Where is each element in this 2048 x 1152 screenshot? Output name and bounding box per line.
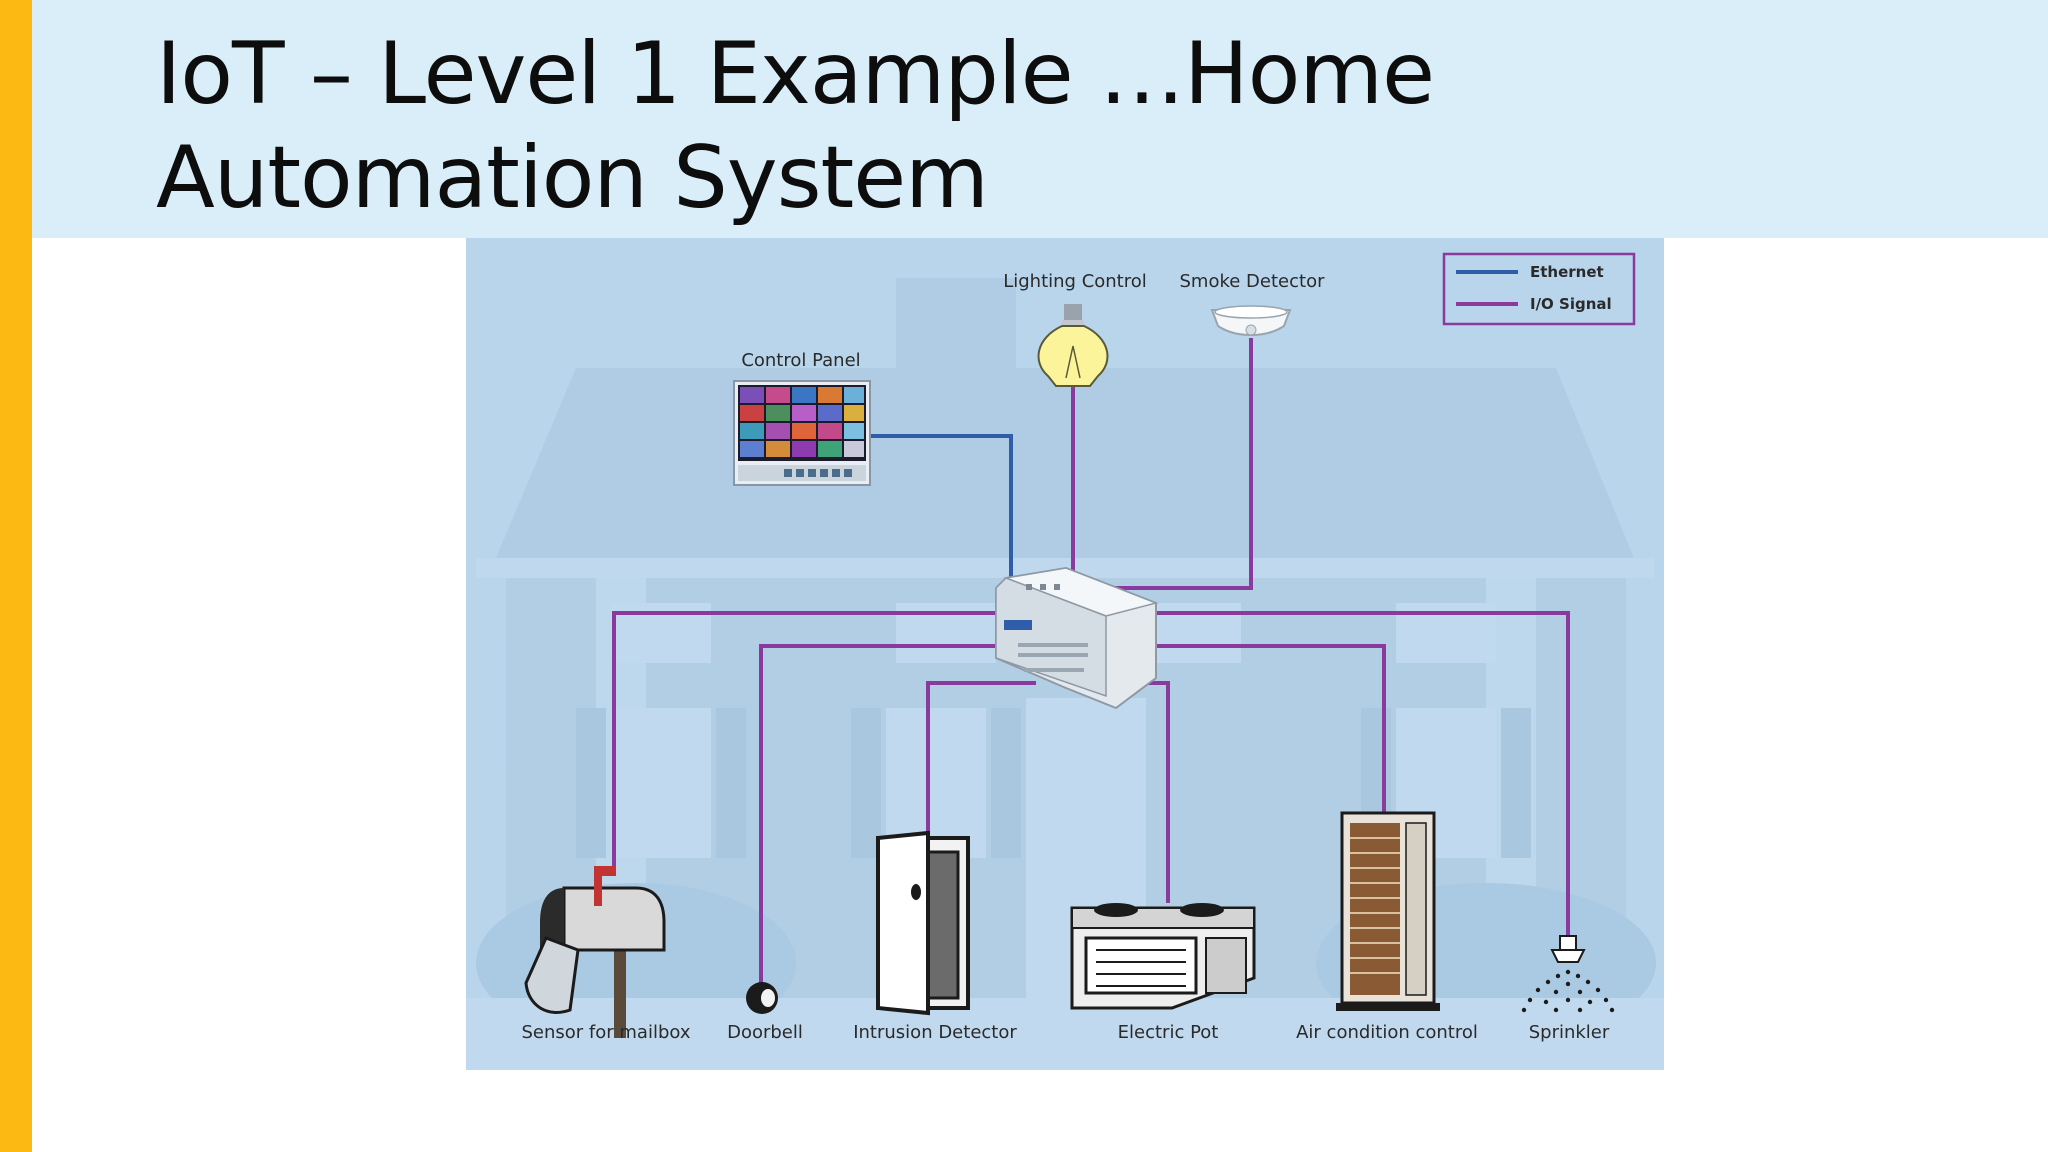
doorbell-icon (746, 982, 778, 1014)
io-line-sprinkler (1156, 611, 1570, 938)
title-band (32, 0, 2048, 238)
mailbox-sensor-label: Sensor for mailbox (522, 1022, 691, 1043)
io-line-doorbell (759, 644, 1006, 983)
lighting-control-label: Lighting Control (1003, 271, 1147, 292)
sprinkler-icon (1521, 935, 1615, 1013)
control-panel-label: Control Panel (741, 350, 860, 371)
smoke-detector-label: Smoke Detector (1180, 271, 1326, 292)
mailbox-icon (524, 866, 666, 1038)
legend-io-signal-label: I/O Signal (1530, 295, 1612, 313)
light-bulb-icon (1037, 304, 1109, 387)
doorbell-label: Doorbell (727, 1022, 803, 1043)
io-line-mailbox (612, 611, 996, 873)
legend-ethernet-label: Ethernet (1530, 263, 1604, 281)
ethernet-connection-line (868, 434, 1013, 578)
slide-title-line-1: IoT – Level 1 Example …Home (156, 24, 1435, 124)
control-panel-icon (733, 380, 871, 486)
io-line-intrusion (926, 681, 1036, 858)
electric-pot-label: Electric Pot (1118, 1022, 1219, 1043)
sprinkler-label: Sprinkler (1529, 1022, 1610, 1043)
io-line-air-condition (1156, 644, 1386, 813)
accent-bar (0, 0, 32, 1152)
io-line-smoke-detector (1106, 338, 1253, 590)
smoke-detector-icon (1210, 305, 1292, 336)
air-conditioner-icon (1336, 811, 1440, 1011)
slide-title-line-2: Automation System (156, 128, 989, 228)
electric-pot-icon (1070, 903, 1256, 1010)
legend: Ethernet I/O Signal (1442, 252, 1636, 326)
controller-icon (995, 566, 1159, 710)
home-automation-diagram: Ethernet I/O Signal (466, 238, 1664, 1070)
door-icon (876, 830, 970, 1016)
air-condition-label: Air condition control (1296, 1022, 1478, 1043)
slide-title: IoT – Level 1 Example …Home Automation S… (156, 22, 1556, 230)
intrusion-detector-label: Intrusion Detector (853, 1022, 1017, 1043)
